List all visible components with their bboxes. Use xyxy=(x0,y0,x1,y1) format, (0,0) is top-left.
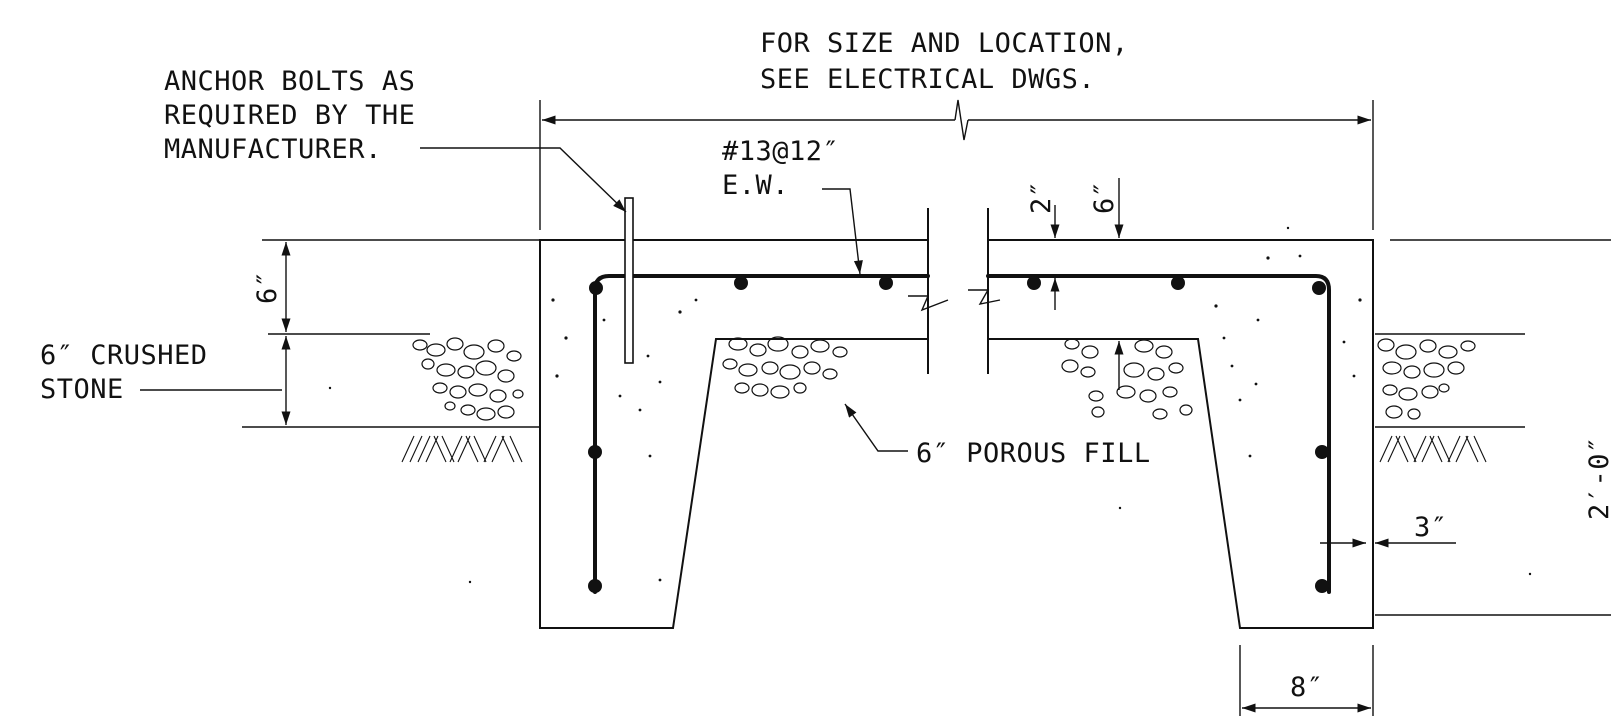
rebar-dots xyxy=(588,276,1329,593)
note-rebar-line1: #13@12″ xyxy=(722,136,839,167)
dim-side-cover: 3″ xyxy=(1414,512,1448,543)
earth-hatch-left xyxy=(401,435,523,463)
dim-slab-thickness: 6″ xyxy=(252,270,283,304)
crushed-stone-right xyxy=(1377,338,1476,420)
rebar-right xyxy=(986,274,1331,594)
base-width-dimension xyxy=(1239,645,1374,716)
earth-hatch-right xyxy=(1379,435,1487,463)
porous-fill-right xyxy=(1061,338,1193,420)
dim-top-cover: 2″ xyxy=(1026,180,1057,214)
concrete-foundation xyxy=(539,208,1374,629)
crushed-stone-left xyxy=(412,337,524,421)
note-anchor-line2: REQUIRED BY THE xyxy=(164,100,415,131)
note-rebar-line2: E.W. xyxy=(722,170,789,201)
dim-slab-depth: 6″ xyxy=(1089,180,1120,214)
overall-width-dimension xyxy=(539,99,1374,230)
anchor-bolt xyxy=(624,197,634,364)
rebar-left xyxy=(593,274,930,594)
note-porous-fill: 6″ POROUS FILL xyxy=(916,438,1151,469)
dim-total-depth: 2′-0″ xyxy=(1584,436,1611,520)
note-anchor-line1: ANCHOR BOLTS AS xyxy=(164,66,415,97)
leaders xyxy=(140,147,908,452)
dim-wall-base: 8″ xyxy=(1290,672,1324,703)
note-crushed-line1: 6″ CRUSHED xyxy=(40,340,208,371)
note-anchor-line3: MANUFACTURER. xyxy=(164,134,382,165)
note-size-location-line1: FOR SIZE AND LOCATION, xyxy=(760,28,1129,59)
note-size-location-line2: SEE ELECTRICAL DWGS. xyxy=(760,64,1095,95)
cover-dimensions xyxy=(1050,178,1124,390)
porous-fill-left xyxy=(722,336,848,399)
ground-lines xyxy=(242,239,1611,616)
note-crushed-line2: STONE xyxy=(40,374,124,405)
concrete-grain xyxy=(328,226,1532,584)
